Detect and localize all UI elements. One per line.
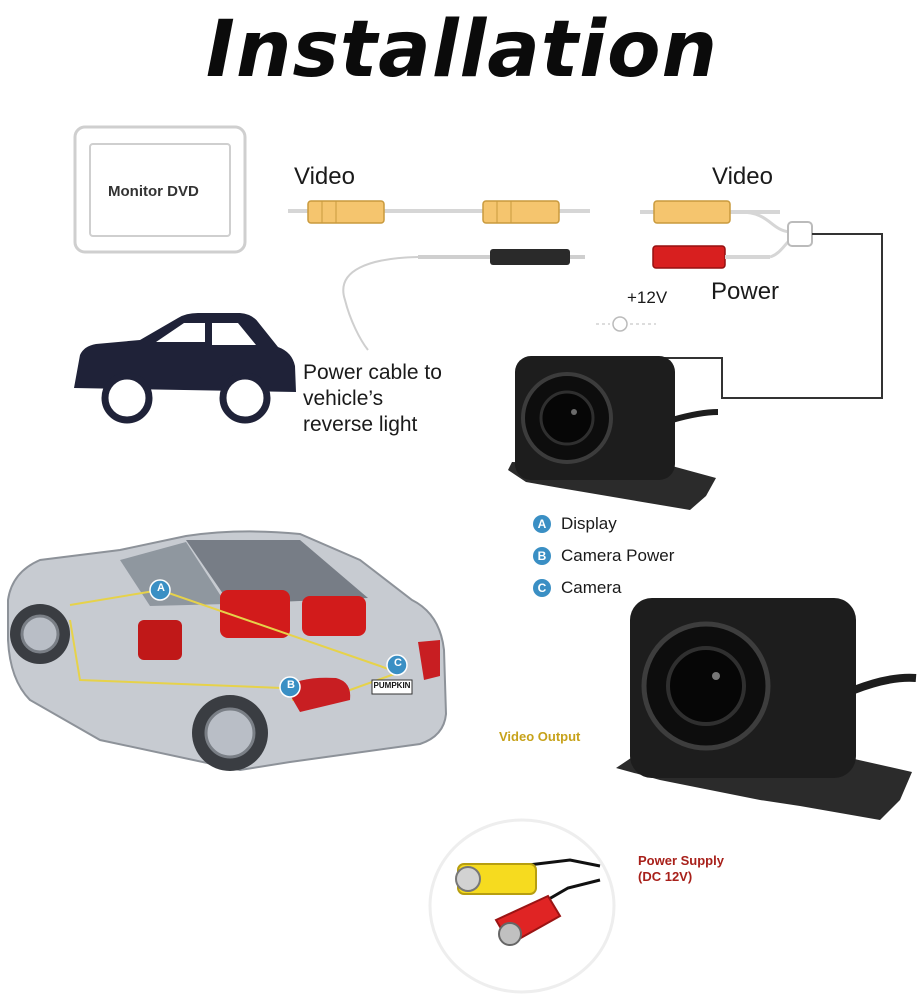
legend-label: Camera <box>561 578 622 597</box>
car-marker-c: C <box>394 657 402 669</box>
car-marker-a: A <box>157 582 165 594</box>
legend-label: Display <box>561 514 617 533</box>
badge-b: B <box>533 547 551 565</box>
legend-item-camera-power: B Camera Power <box>533 546 674 566</box>
power-cable-reverse <box>342 249 585 351</box>
car-cutaway <box>7 530 448 772</box>
car-silhouette <box>74 313 296 424</box>
legend-item-camera: C Camera <box>533 578 621 598</box>
camera-large <box>616 598 917 820</box>
power-label: Power <box>711 278 780 305</box>
license-plate: PUMPKIN <box>373 681 411 690</box>
video-label-left: Video <box>294 163 355 190</box>
car-marker-b: B <box>287 679 295 691</box>
camera-small <box>508 356 719 510</box>
power-cable-line-2: vehicle’s <box>303 387 384 410</box>
badge-a: A <box>533 515 551 533</box>
legend-item-display: A Display <box>533 514 617 534</box>
voltage-label: +12V <box>627 288 668 307</box>
monitor-dvd <box>73 125 247 254</box>
power-cable-line-3: reverse light <box>303 413 418 436</box>
power-cable-line-1: Power cable to <box>303 361 442 384</box>
page-title: Installation <box>205 5 719 95</box>
power-cable-description: Power cable to vehicle’s reverse light <box>303 360 442 438</box>
badge-c: C <box>533 579 551 597</box>
camera-cable-connectors <box>596 200 883 399</box>
monitor-dvd-label: Monitor DVD <box>108 183 199 200</box>
video-output-label: Video Output <box>499 729 581 744</box>
power-supply-line-2: (DC 12V) <box>638 869 693 884</box>
video-label-right: Video <box>712 163 773 190</box>
power-supply-label: Power Supply (DC 12V) <box>638 853 724 885</box>
power-supply-line-1: Power Supply <box>638 853 724 868</box>
rca-power-connectors <box>428 818 616 994</box>
legend-label: Camera Power <box>561 546 675 565</box>
video-cable-left <box>288 200 590 224</box>
